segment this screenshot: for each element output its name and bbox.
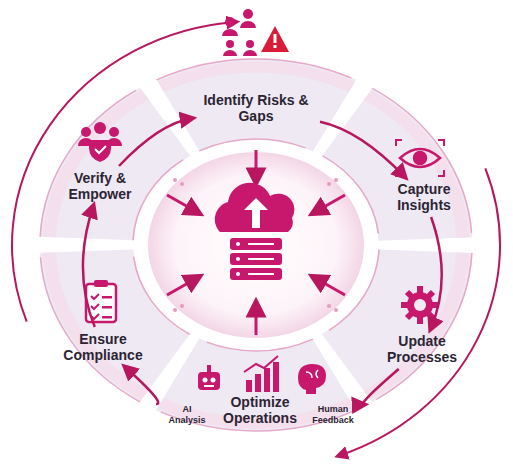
cycle-arrow — [320, 122, 405, 177]
segment-label: Verify & Empower — [55, 170, 145, 202]
segment-label: Update Processes — [376, 333, 468, 365]
segment-label: Capture Insights — [379, 181, 469, 213]
cycle-arrow — [83, 206, 95, 327]
cycle-arrow — [363, 369, 399, 405]
cycle-arrow — [431, 217, 442, 329]
cycle-arrow — [119, 118, 192, 166]
ring-segment: Capture Insights — [379, 181, 469, 213]
sub-label: AI Analysis — [165, 404, 209, 426]
segment-label: Optimize Operations — [217, 394, 303, 426]
ring-segment: Verify & Empower — [55, 170, 145, 202]
cycle-arrow — [125, 367, 158, 404]
ring-segment: Identify Risks & Gaps — [196, 92, 316, 124]
ring-segment: AI Analysis Optimize Operations Human Feed… — [160, 394, 360, 426]
ring-segment: Ensure Compliance — [53, 331, 153, 363]
ring-segment: Update Processes — [376, 333, 468, 365]
segment-label: Ensure Compliance — [53, 331, 153, 363]
sub-label: Human Feedback — [311, 404, 355, 426]
segment-label: Identify Risks & Gaps — [196, 92, 316, 124]
